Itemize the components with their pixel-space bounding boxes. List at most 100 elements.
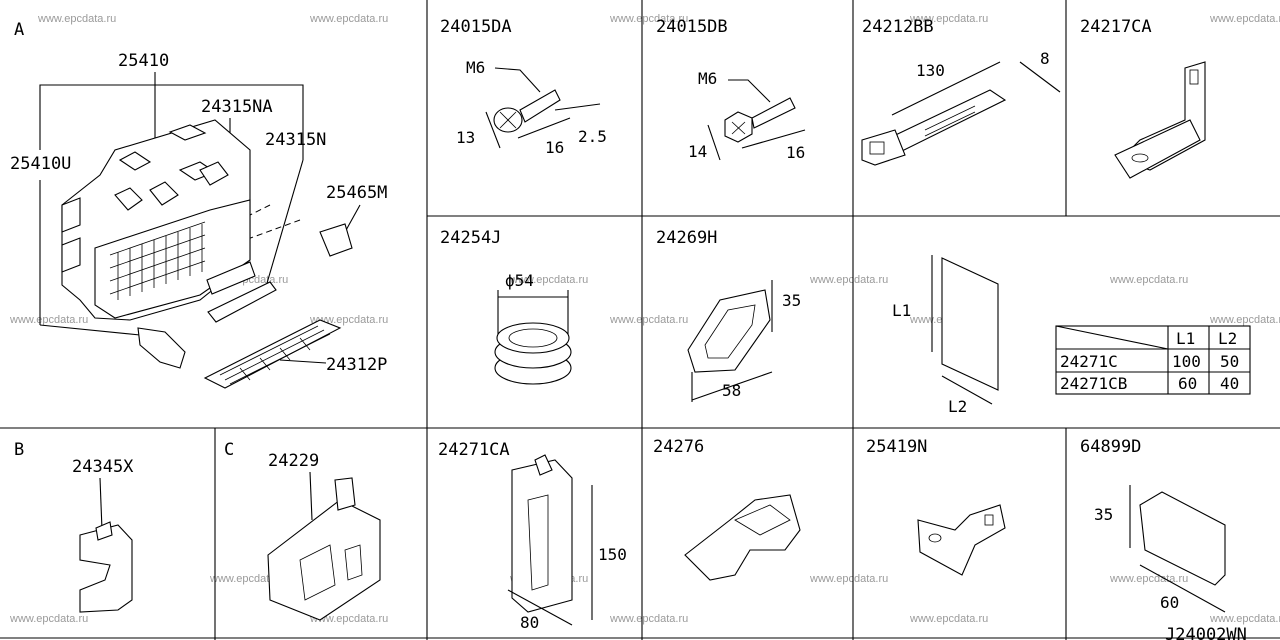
watermark: www.epcdata.ru (9, 613, 88, 625)
part-label-25419n: 25419N (866, 437, 927, 457)
dim-8-bb: 8 (1040, 49, 1050, 68)
panel-24276: 24276 (653, 437, 801, 581)
dim-16-db: 16 (786, 143, 805, 162)
part-label-24315n: 24315N (265, 130, 326, 150)
watermark: www.epcdata.ru (9, 314, 88, 326)
table-header-l1: L1 (1176, 329, 1195, 348)
drawing-code: J24002WN (1165, 625, 1247, 640)
part-label-24271ca: 24271CA (438, 440, 510, 460)
grommet-24269h (687, 280, 773, 402)
panel-a: A 25410 24315NA 24315N 25410U 25465M 243… (10, 20, 387, 389)
watermark: www.epcdata.ru (1109, 573, 1188, 585)
watermark: www.epcdata.ru (1109, 274, 1188, 286)
watermark: www.epcdata.ru (609, 13, 688, 25)
bracket-24217ca (1114, 61, 1206, 179)
fuse-cover-24312p (203, 319, 342, 389)
connector-25410u (137, 327, 186, 369)
part-label-24015db: 24015DB (656, 17, 728, 37)
watermark: www.epcdata.ru (809, 573, 888, 585)
watermarks: www.epcdata.ru www.epcdata.ru www.epcdat… (9, 13, 1280, 625)
part-label-25465m: 25465M (326, 183, 387, 203)
fuse-box-drawing (61, 119, 251, 321)
part-label-64899d: 64899D (1080, 437, 1141, 457)
dim-60-d: 60 (1160, 593, 1179, 612)
dim-l2: L2 (948, 397, 967, 416)
part-label-24312p: 24312P (326, 355, 387, 375)
watermark: www.epcdata.ru (309, 613, 388, 625)
pad-drawing (931, 255, 999, 405)
panel-24212bb: 24212BB 130 8 (861, 17, 1061, 166)
watermark: www.epcdata.ru (1209, 13, 1280, 25)
panel-24254j: 24254J ϕ54 (440, 228, 572, 385)
panel-24217ca: 24217CA (1080, 17, 1206, 179)
panel-24271c-pad: L1 L2 L1 L2 24271C 100 50 24271CB 60 40 (892, 255, 1251, 416)
dim-58-h: 58 (722, 381, 741, 400)
watermark: www.epcdata.ru (1209, 314, 1280, 326)
watermark: www.epcdata.ru (609, 314, 688, 326)
dim-130-bb: 130 (916, 61, 945, 80)
pad-size-table: L1 L2 24271C 100 50 24271CB 60 40 (1055, 325, 1251, 395)
watermark: www.epcdata.ru (37, 13, 116, 25)
table-cell-part: 24271CB (1060, 374, 1127, 393)
part-label-24345x: 24345X (72, 457, 134, 477)
panel-24269h: 24269H 35 58 (656, 228, 801, 402)
watermark: www.epcdata.ru (909, 613, 988, 625)
connector-25465m (319, 223, 353, 257)
dim-dia-54: ϕ54 (505, 271, 534, 290)
clip-24276 (684, 494, 801, 581)
part-label-24217ca: 24217CA (1080, 17, 1152, 37)
table-cell-l2: 50 (1220, 352, 1239, 371)
watermark: www.epcdata.ru (309, 13, 388, 25)
watermark: www.epcdata.ru (809, 274, 888, 286)
part-label-25410: 25410 (118, 51, 169, 71)
dim-150-ca: 150 (598, 545, 627, 564)
bolt-24015db (707, 79, 806, 161)
panel-b: B 24345X (14, 440, 134, 613)
table-header-l2: L2 (1218, 329, 1237, 348)
panel-24271ca: 24271CA 150 80 (438, 440, 627, 632)
clip-24345x (79, 521, 133, 613)
part-label-24229: 24229 (268, 451, 319, 471)
part-label-24212bb: 24212BB (862, 17, 934, 37)
dim-l1: L1 (892, 301, 911, 320)
bolt-24015da (485, 67, 601, 149)
dim-thread-db: M6 (698, 69, 717, 88)
cable-tie-24212bb (861, 61, 1061, 166)
watermark: www.epcdata.ru (1209, 613, 1280, 625)
watermark: www.epcdata.ru (609, 613, 688, 625)
bracket-25419n (917, 504, 1006, 576)
panel-25419n: 25419N (866, 437, 1006, 576)
section-label-c: C (224, 440, 234, 460)
part-label-24276: 24276 (653, 437, 704, 457)
protector-24271ca (507, 454, 593, 626)
dim-13-da: 13 (456, 128, 475, 147)
panel-64899d: 64899D 35 60 (1080, 437, 1226, 613)
dim-thread-da: M6 (466, 58, 485, 77)
part-label-24254j: 24254J (440, 228, 501, 248)
fuse-puller (207, 281, 277, 323)
watermark: www.epcdata.ru (509, 274, 588, 286)
dim-2-5-da: 2.5 (578, 127, 607, 146)
table-cell-l1: 100 (1172, 352, 1201, 371)
part-label-24315na: 24315NA (201, 97, 273, 117)
dim-35-h: 35 (782, 291, 801, 310)
watermark: www.epcdata.ru (909, 13, 988, 25)
panel-24015db: 24015DB M6 14 16 (656, 17, 805, 162)
part-label-24269h: 24269H (656, 228, 717, 248)
section-label-a: A (14, 20, 24, 40)
part-label-24015da: 24015DA (440, 17, 512, 37)
grommet-24254j (494, 290, 572, 385)
table-cell-part: 24271C (1060, 352, 1118, 371)
label-plate-64899d (1129, 485, 1226, 613)
part-label-25410u: 25410U (10, 154, 71, 174)
table-cell-l2: 40 (1220, 374, 1239, 393)
table-cell-l1: 60 (1178, 374, 1197, 393)
panel-24015da: 24015DA M6 13 16 2.5 (440, 17, 607, 157)
dim-80-ca: 80 (520, 613, 539, 632)
panel-c: C 24229 (224, 440, 381, 621)
section-label-b: B (14, 440, 24, 460)
dim-35-d: 35 (1094, 505, 1113, 524)
bracket-24229 (267, 477, 381, 621)
